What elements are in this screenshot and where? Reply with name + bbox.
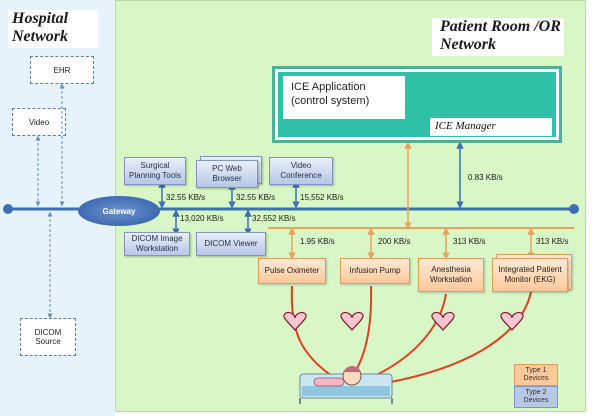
rate-surgical: 32.55 KB/s bbox=[166, 193, 206, 202]
dicom-image-workstation-box: DICOM Image Workstation bbox=[124, 232, 190, 256]
ice-manager-label: ICE Manager bbox=[430, 118, 552, 136]
dicom-source-box: DICOM Source bbox=[20, 318, 76, 356]
rate-pulse-oximeter: 1.95 KB/s bbox=[300, 237, 335, 246]
bus-end-left bbox=[3, 204, 13, 214]
rate-dicom-workstation: 13,020 KB/s bbox=[180, 214, 224, 223]
rate-ice-manager: 0.83 KB/s bbox=[468, 173, 503, 182]
pc-web-browser-box: PC Web Browser bbox=[196, 160, 258, 188]
cable-infusion bbox=[354, 285, 373, 373]
heart-icon bbox=[340, 311, 364, 331]
cable-monitor bbox=[379, 291, 532, 385]
bus-end-right bbox=[569, 204, 579, 214]
rate-video-conference: 15,552 KB/s bbox=[300, 193, 344, 202]
rate-anesthesia: 313 KB/s bbox=[453, 237, 486, 246]
infusion-pump-box: Infusion Pump bbox=[340, 258, 410, 284]
cable-oximeter bbox=[290, 285, 336, 379]
anesthesia-workstation-box: Anesthesia Workstation bbox=[418, 258, 484, 292]
rate-pc-browser: 32.55 KB/s bbox=[236, 193, 276, 202]
dicom-viewer-box: DICOM Viewer bbox=[196, 232, 266, 256]
rate-infusion-pump: 200 KB/s bbox=[378, 237, 411, 246]
gateway-node: Gateway bbox=[78, 196, 160, 226]
pulse-oximeter-box: Pulse Oximeter bbox=[258, 258, 326, 284]
legend-type2: Type 2 Devices bbox=[514, 386, 558, 408]
surgical-planning-tools-box: Surgical Planning Tools bbox=[124, 157, 186, 185]
integrated-patient-monitor-box: Integrated Patient Monitor (EKG) bbox=[492, 258, 568, 292]
heart-icon bbox=[283, 311, 307, 331]
ice-application-box: ICE Application (control system) bbox=[283, 76, 405, 119]
cable-anesthesia bbox=[369, 293, 447, 379]
hospital-network-title: Hospital Network bbox=[8, 10, 98, 48]
heart-icon bbox=[500, 311, 524, 331]
video-box: Video bbox=[12, 108, 66, 136]
ehr-box: EHR bbox=[30, 56, 94, 84]
patient-room-title: Patient Room /OR Network bbox=[432, 18, 564, 56]
heart-icon bbox=[431, 311, 455, 331]
patient-bed-icon bbox=[299, 366, 393, 404]
video-conference-box: Video Conference bbox=[269, 157, 333, 185]
rate-dicom-viewer: 32,552 KB/s bbox=[252, 214, 296, 223]
legend-type1: Type 1 Devices bbox=[514, 364, 558, 386]
rate-patient-monitor: 313 KB/s bbox=[536, 237, 569, 246]
